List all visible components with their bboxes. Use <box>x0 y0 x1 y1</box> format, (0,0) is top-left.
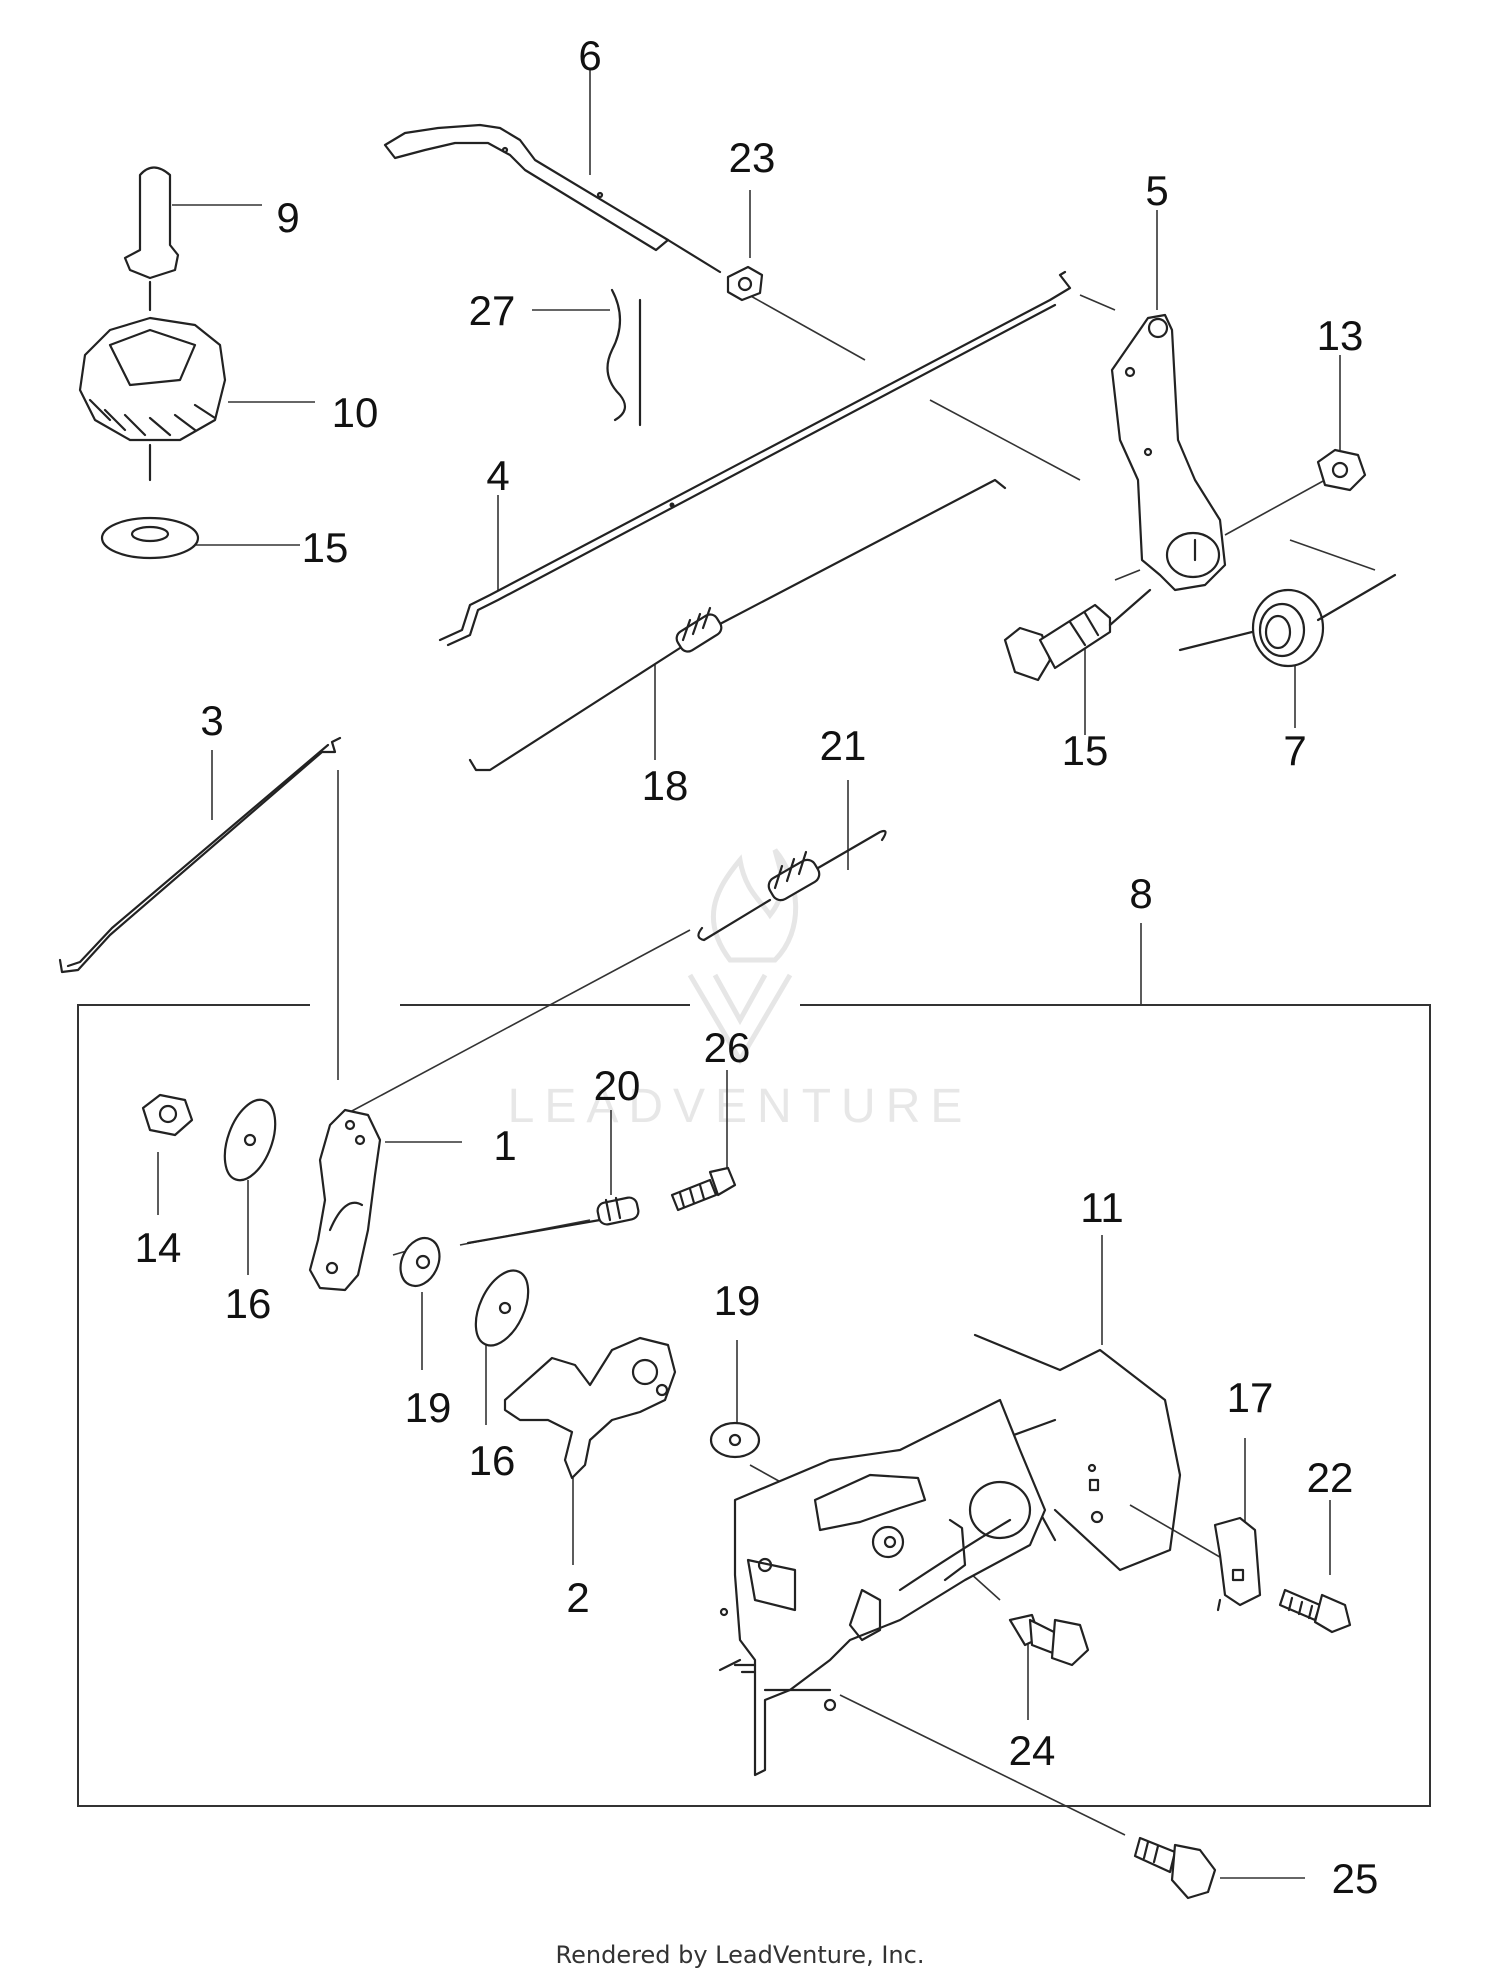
callout-26: 26 <box>704 1024 751 1071</box>
part-13-nut <box>1316 448 1367 492</box>
part-4-rod <box>438 270 1072 647</box>
callout-11: 11 <box>1080 1184 1124 1231</box>
callout-8: 8 <box>1129 870 1152 917</box>
part-2-lever <box>503 1336 677 1480</box>
part-1-lever <box>308 1108 382 1292</box>
part-16-washer <box>223 1098 277 1182</box>
part-14-nut <box>141 1093 194 1137</box>
callout-27: 27 <box>469 287 516 334</box>
part-25-bolt <box>1133 1836 1217 1900</box>
callout-13: 13 <box>1317 312 1364 359</box>
part-19-washer-b <box>709 1421 761 1459</box>
callout-21: 21 <box>820 722 867 769</box>
part-20-plug <box>466 1196 640 1245</box>
footer-credit: Rendered by LeadVenture, Inc. <box>556 1941 925 1969</box>
callout-2: 2 <box>566 1574 589 1621</box>
part-11-bracket <box>718 1333 1182 1777</box>
callout-20: 20 <box>594 1062 641 1109</box>
watermark-logo <box>687 848 799 1065</box>
part-18-spring-rod <box>468 478 1007 772</box>
part-16-washer-b <box>474 1269 530 1347</box>
part-19-washer <box>399 1236 441 1288</box>
callout-15a: 15 <box>302 524 349 571</box>
watermark-text: LEADVENTURE <box>508 1080 973 1133</box>
callout-17: 17 <box>1227 1374 1274 1421</box>
part-15-bolt <box>1003 588 1152 682</box>
callout-23: 23 <box>729 134 776 181</box>
callout-3: 3 <box>200 697 223 744</box>
callout-18: 18 <box>642 762 689 809</box>
callout-19a: 19 <box>405 1384 452 1431</box>
callout-1: 1 <box>493 1122 516 1169</box>
part-24-bolt <box>1008 1613 1090 1667</box>
part-23-washer <box>726 265 764 302</box>
callout-labels: 6 23 5 9 27 13 10 4 15 15 7 18 3 21 8 26… <box>135 32 1379 1902</box>
callout-14: 14 <box>135 1224 182 1271</box>
callout-16b: 16 <box>469 1437 516 1484</box>
part-5-lever <box>1110 313 1227 592</box>
part-9-shaft <box>123 166 180 312</box>
callout-4: 4 <box>486 452 509 499</box>
callout-7: 7 <box>1283 727 1306 774</box>
part-27-clip <box>606 288 642 427</box>
callout-5: 5 <box>1145 167 1168 214</box>
assembly-box-8 <box>77 1004 1431 1807</box>
part-17-clip <box>1213 1516 1262 1612</box>
callout-10: 10 <box>332 389 379 436</box>
part-26-screw <box>670 1166 737 1212</box>
part-7-spring <box>1178 573 1397 668</box>
part-15-washer <box>100 516 200 560</box>
part-3-rod <box>58 736 342 974</box>
callout-16a: 16 <box>225 1280 272 1327</box>
part-22-bolt <box>1278 1588 1352 1634</box>
callout-9: 9 <box>276 194 299 241</box>
part-21-spring <box>697 829 887 942</box>
leader-lines <box>157 70 1376 1879</box>
callout-19b: 19 <box>714 1277 761 1324</box>
callout-15b: 15 <box>1062 727 1109 774</box>
callout-24: 24 <box>1009 1727 1056 1774</box>
part-6-rod <box>383 123 722 274</box>
callout-25: 25 <box>1332 1855 1379 1902</box>
callout-6: 6 <box>578 32 601 79</box>
part-10-gear <box>78 316 227 482</box>
callout-22: 22 <box>1307 1454 1354 1501</box>
